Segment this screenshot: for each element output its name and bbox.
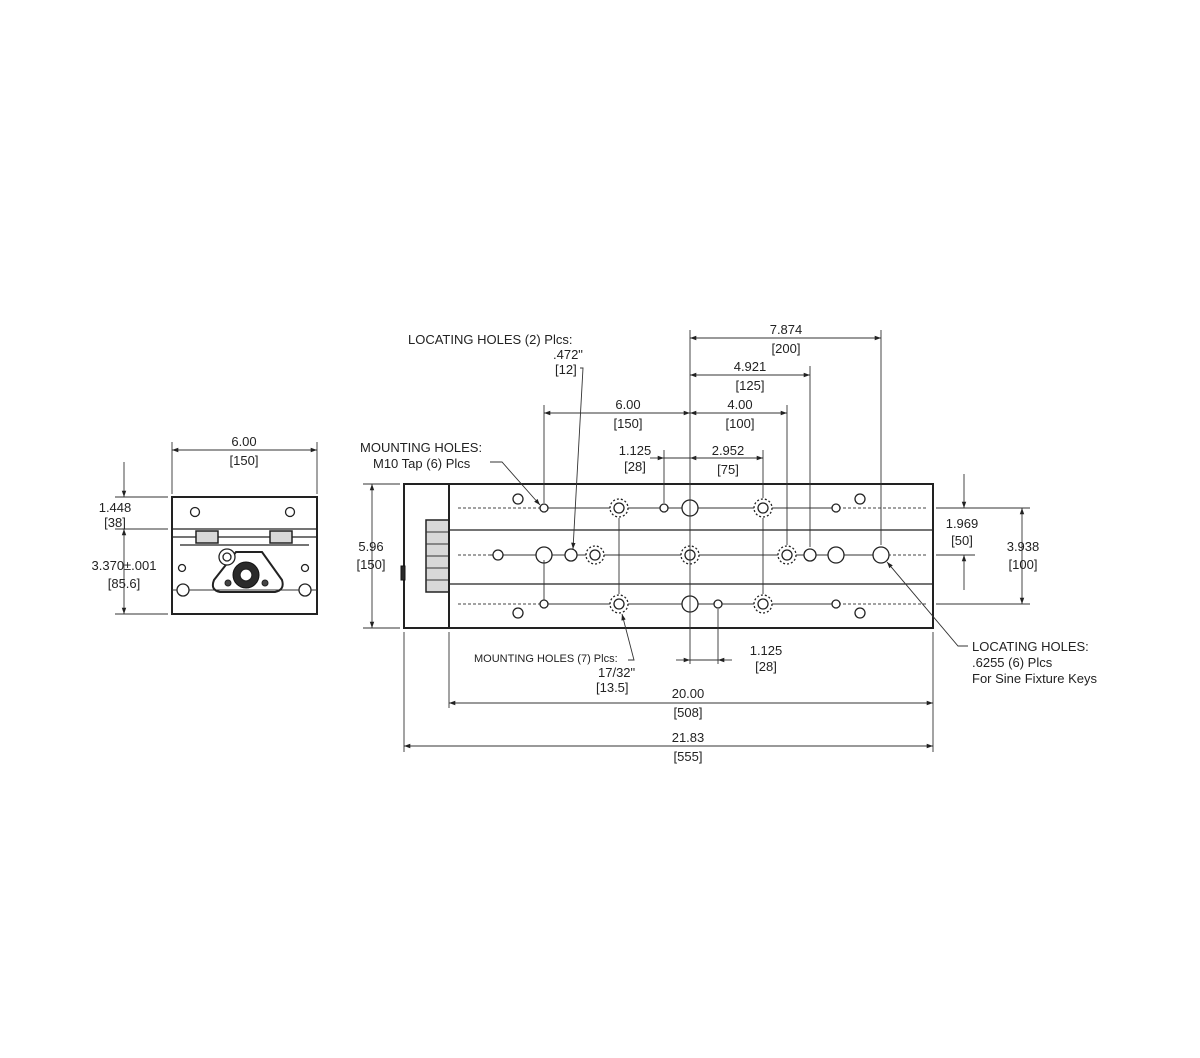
dim-7874-value: 7.874 xyxy=(770,322,803,337)
dim-600-value: 6.00 xyxy=(615,397,640,412)
callout-locating-right-note: For Sine Fixture Keys xyxy=(972,671,1097,686)
dim-3938-value: 3.938 xyxy=(1007,539,1040,554)
dim-4921-value: 4.921 xyxy=(734,359,767,374)
callout-mounting7-title: MOUNTING HOLES (7) Plcs: xyxy=(474,653,618,665)
end-view-hole xyxy=(300,563,310,573)
mounting-hole xyxy=(781,549,793,561)
dim-400-metric: [100] xyxy=(726,416,755,431)
corner-hole xyxy=(854,607,866,619)
dim-596-metric: [150] xyxy=(357,557,386,572)
dim-1125-top-value: 1.125 xyxy=(619,443,652,458)
mounting-hole xyxy=(757,502,769,514)
dim-2183-value: 21.83 xyxy=(672,730,705,745)
dim-2000-value: 20.00 xyxy=(672,686,705,701)
end-view-slot-right xyxy=(269,530,293,544)
dim-600-metric: [150] xyxy=(614,416,643,431)
m10-tap-hole xyxy=(713,599,723,609)
end-view-width-metric: [150] xyxy=(230,453,259,468)
m10-tap-hole xyxy=(659,503,669,513)
end-view-hole xyxy=(298,583,312,597)
corner-hole xyxy=(854,493,866,505)
callout-locating-top-title: LOCATING HOLES (2) Plcs: xyxy=(408,332,572,347)
m10-tap-hole xyxy=(831,599,841,609)
callout-locating-top-metric: [12] xyxy=(555,362,577,377)
m10-tap-hole xyxy=(831,503,841,513)
center-hole xyxy=(492,549,504,561)
top-height-metric: [38] xyxy=(104,515,126,530)
callout-locating-right-size: .6255 (6) Plcs xyxy=(972,655,1053,670)
m10-tap-hole xyxy=(539,599,549,609)
mounting-hole xyxy=(589,549,601,561)
mounting-hole xyxy=(757,598,769,610)
bearing-mount xyxy=(211,551,284,593)
end-view-hole xyxy=(284,506,296,518)
end-view-width-value: 6.00 xyxy=(231,434,256,449)
dim-3938-metric: [100] xyxy=(1009,557,1038,572)
mounting-hole xyxy=(613,598,625,610)
dim-2000-metric: [508] xyxy=(674,705,703,720)
dim-2952-metric: [75] xyxy=(717,462,739,477)
dim-400-value: 4.00 xyxy=(727,397,752,412)
dim-1969-value: 1.969 xyxy=(946,516,979,531)
locating-hole-472 xyxy=(803,548,817,562)
top-view: 7.874 [200] 4.921 [125] 6.00 [150] 4.00 … xyxy=(357,322,1040,764)
mounting-hole xyxy=(613,502,625,514)
dim-4921-metric: [125] xyxy=(736,378,765,393)
callout-mounting7-metric: [13.5] xyxy=(596,680,629,695)
dim-2952-value: 2.952 xyxy=(712,443,745,458)
corner-hole xyxy=(512,607,524,619)
dim-1125-bottom-value: 1.125 xyxy=(750,643,783,658)
dim-1125-top-metric: [28] xyxy=(624,459,646,474)
dim-7874-metric: [200] xyxy=(772,341,801,356)
end-view-slot-left xyxy=(195,530,219,544)
callout-locating-right-title: LOCATING HOLES: xyxy=(972,639,1089,654)
callout-m10-spec: M10 Tap (6) Plcs xyxy=(373,456,471,471)
end-view-hole xyxy=(189,506,201,518)
dim-596-value: 5.96 xyxy=(358,539,383,554)
corner-hole xyxy=(512,493,524,505)
locating-hole-6255 xyxy=(872,546,890,564)
center-height-metric: [85.6] xyxy=(108,576,141,591)
center-height-value: 3.370±.001 xyxy=(92,558,157,573)
callout-mounting7-size: 17/32" xyxy=(598,665,636,680)
callout-locating-top-size: .472" xyxy=(553,347,583,362)
dim-1969-metric: [50] xyxy=(951,533,973,548)
locating-hole-472 xyxy=(564,548,578,562)
dim-1125-bottom-metric: [28] xyxy=(755,659,777,674)
top-height-value: 1.448 xyxy=(99,500,132,515)
locating-hole-6255 xyxy=(827,546,845,564)
m10-tap-hole xyxy=(539,503,549,513)
callout-m10-title: MOUNTING HOLES: xyxy=(360,440,482,455)
end-view-hole xyxy=(176,583,190,597)
end-view-hole xyxy=(177,563,187,573)
dim-2183-metric: [555] xyxy=(674,749,703,764)
end-view: 6.00 [150] 1.448 [38] 3.370±.001 [85.6] xyxy=(92,434,318,615)
callouts: LOCATING HOLES (2) Plcs: .472" [12] MOUN… xyxy=(360,332,1097,695)
